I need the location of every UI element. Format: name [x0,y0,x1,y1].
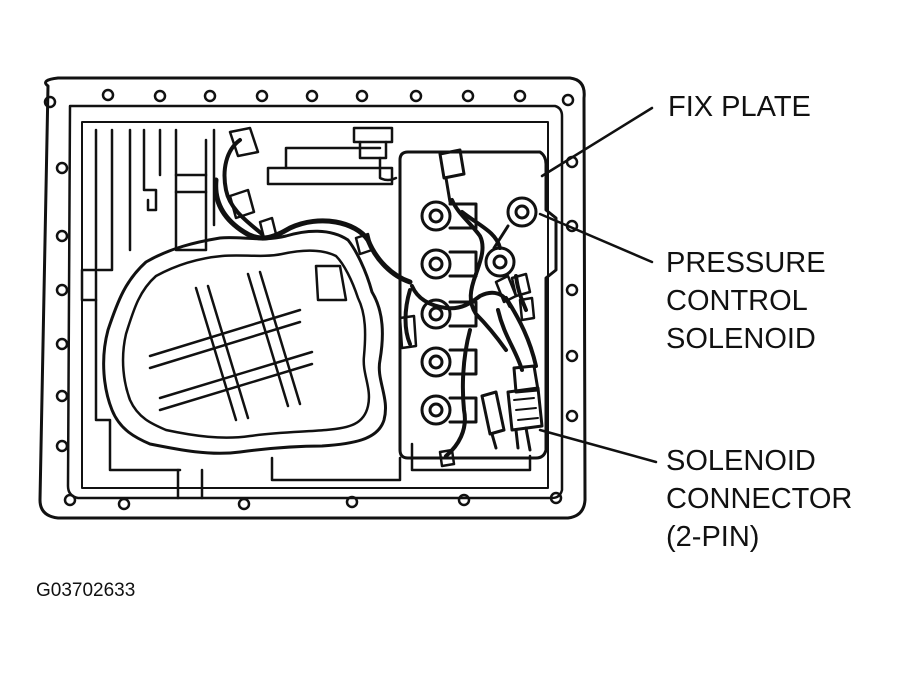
figure-id: G03702633 [36,580,136,601]
callout-fix-plate: FIX PLATE [668,88,811,126]
pressure-control-solenoid-label-line-3: SOLENOID [666,323,816,355]
solenoid-connector-label-line-1: SOLENOID [666,445,816,477]
top-bracket [266,126,398,186]
solenoid-connector-label-line-3: (2-PIN) [666,521,760,553]
wiring-harness-left [213,138,413,285]
leader-lines [538,106,658,464]
oil-pan-flange [38,76,587,520]
pressure-control-solenoid-label-line-1: PRESSURE [666,247,826,279]
fix-plate [398,150,558,460]
callout-pressure-control-solenoid: PRESSURE CONTROL SOLENOID [666,244,826,358]
fix-plate-label: FIX PLATE [668,91,811,123]
oil-pan-inner-edge [66,104,564,500]
solenoid-connector-2pin [480,364,544,452]
filter-gasket [102,229,387,455]
pressure-control-solenoid-label-line-2: CONTROL [666,285,808,317]
solenoid-valves [420,200,478,426]
valve-body-left [80,128,216,500]
callout-solenoid-connector: SOLENOID CONNECTOR (2-PIN) [666,442,852,556]
pan-bolt-holes [43,88,579,511]
filter-gasket-inner [121,249,371,439]
filter-grid [148,264,348,422]
solenoid-connector-label-line-2: CONNECTOR [666,483,853,515]
solenoid-wiring [403,198,538,458]
